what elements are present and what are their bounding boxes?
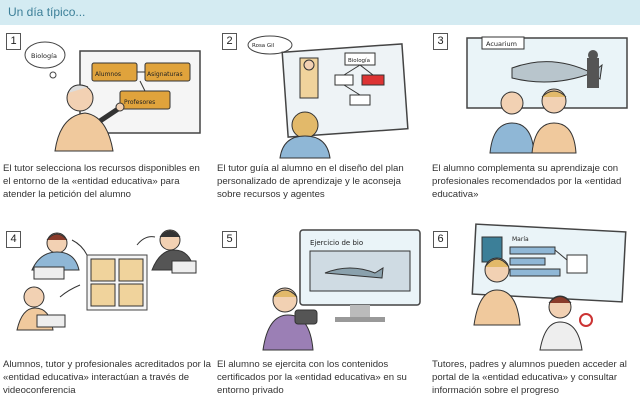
panel-number: 6 <box>433 231 448 248</box>
node-label: Biología <box>348 57 370 64</box>
screen-title: Ejercicio de bio <box>310 239 363 247</box>
box-label: Alumnos <box>95 71 121 78</box>
header-title: Un día típico... <box>8 5 86 19</box>
panel-caption: El tutor selecciona los recursos disponi… <box>3 163 200 200</box>
panel-number: 5 <box>222 231 237 248</box>
illustration-tutor-selecting: Alumnos Asignaturas Profesores Biología <box>24 41 201 152</box>
illustration-videoconference <box>16 229 197 331</box>
illustration-private-exercise: Ejercicio de bio <box>262 229 421 351</box>
panel-number: 3 <box>433 33 448 50</box>
illustration-aquarium-visit: Acuarium <box>466 36 628 154</box>
box-label: Asignaturas <box>147 71 183 78</box>
thought-text: Biología <box>31 52 57 60</box>
illustration-tutor-guiding: Rosa Gil Biología <box>247 35 409 159</box>
panel-caption: El tutor guía al alumno en el diseño del… <box>217 163 404 200</box>
panel-number: 4 <box>6 231 21 248</box>
panel-caption: Alumnos, tutor y profesionales acreditad… <box>3 359 211 396</box>
aquarium-sign: Acuarium <box>486 40 517 48</box>
panel-caption: El alumno complementa su aprendizaje con… <box>432 163 622 200</box>
panel-number: 2 <box>222 33 237 50</box>
panel-caption: El alumno se ejercita con los contenidos… <box>217 359 407 396</box>
illustration-progress-portal: María <box>471 223 627 351</box>
header-bar: Un día típico... <box>0 0 640 25</box>
panel-caption: Tutores, padres y alumnos pueden acceder… <box>432 359 627 396</box>
panel-number: 1 <box>6 33 21 50</box>
portal-label: María <box>512 236 529 243</box>
contact-name: Rosa Gil <box>252 43 275 49</box>
box-label: Profesores <box>124 99 155 106</box>
